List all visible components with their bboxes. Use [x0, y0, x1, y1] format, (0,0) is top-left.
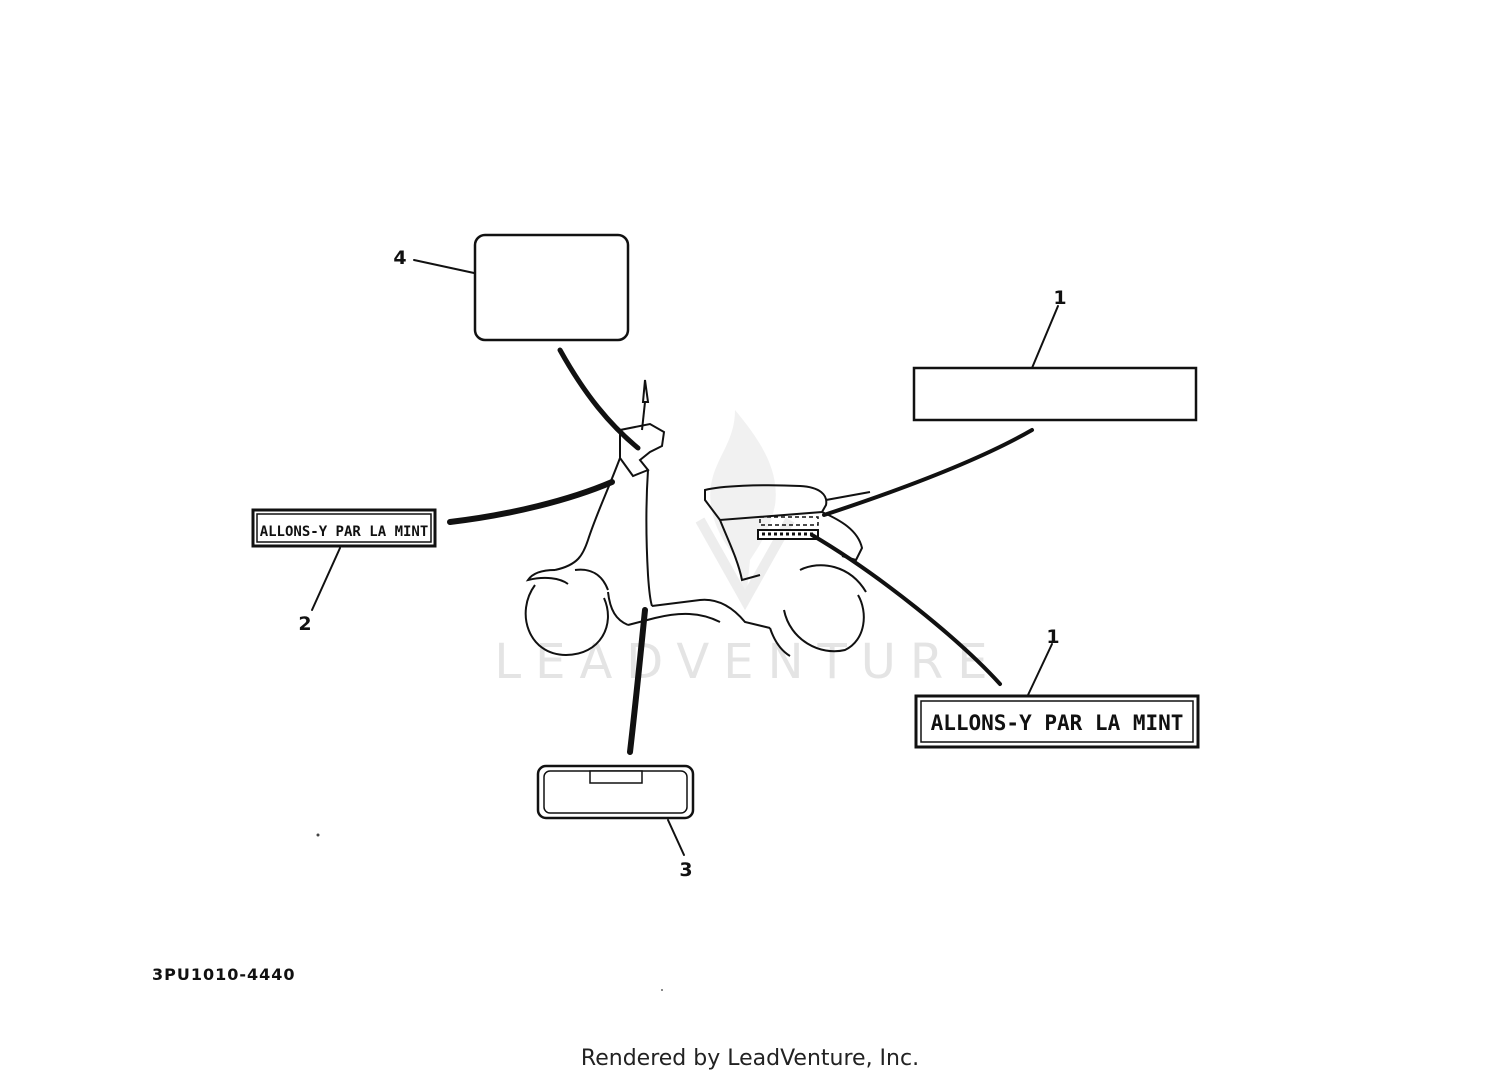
callout-1-bottom: 1: [1046, 626, 1059, 648]
drawing-code: 3PU1010-4440: [152, 965, 296, 984]
callout-1-top: 1: [1053, 287, 1066, 309]
part-2-decal-text: ALLONS-Y PAR LA MINT: [260, 524, 429, 540]
part-1-plain-decal: [912, 366, 1198, 422]
part-1-decal-text: ALLONS-Y PAR LA MINT: [931, 711, 1184, 735]
part-2-decal: ALLONS-Y PAR LA MINT: [251, 508, 437, 548]
callout-2: 2: [298, 613, 311, 635]
speck: [661, 989, 663, 991]
part-3-emblem: [536, 764, 695, 820]
scooter-outline: [524, 379, 871, 657]
callout-4: 4: [393, 247, 406, 269]
callout-3: 3: [679, 859, 692, 881]
watermark-logo-icon: [695, 410, 795, 611]
part-4-label-box: [473, 233, 630, 342]
leader-lines: [311, 259, 1059, 856]
speck: [316, 833, 320, 837]
footer-credit: Rendered by LeadVenture, Inc.: [580, 1046, 920, 1071]
decal-position-dashed: [759, 516, 819, 526]
part-1-lettered-decal: ALLONS-Y PAR LA MINT: [914, 694, 1200, 749]
watermark-text: LEADVENTURE: [494, 634, 1001, 690]
